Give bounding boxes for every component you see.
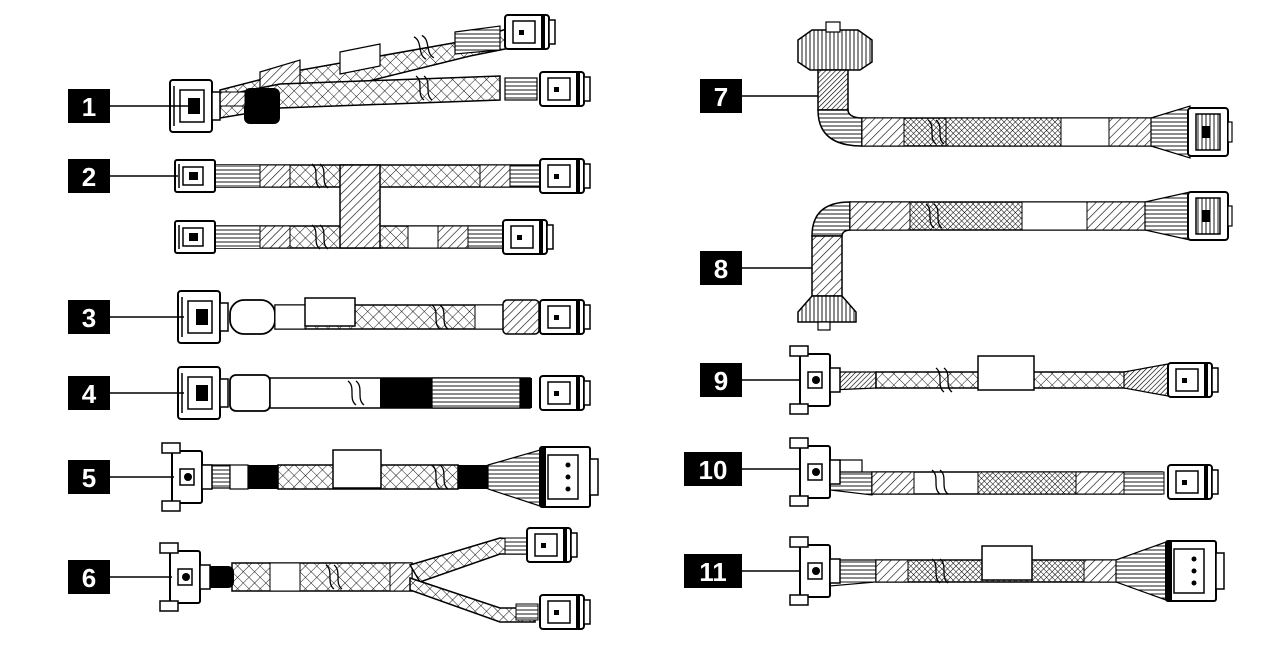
callout-7-label: 7: [714, 82, 728, 112]
callout-6: 6: [68, 560, 110, 594]
cable-2: [174, 158, 591, 255]
callout-1: 1: [68, 89, 110, 123]
callout-2: 2: [68, 159, 110, 193]
callout-3: 3: [68, 300, 110, 334]
callout-5-label: 5: [82, 463, 96, 493]
cable-6: [159, 527, 591, 630]
callout-8-label: 8: [714, 254, 728, 284]
cable-11: [789, 536, 1225, 606]
callout-4-label: 4: [82, 379, 97, 409]
callouts: 1 2 3 4 5 6 7 8: [68, 79, 818, 594]
callout-5: 5: [68, 460, 110, 494]
callout-1-label: 1: [82, 92, 96, 122]
cable-9: [789, 345, 1219, 415]
callout-3-label: 3: [82, 303, 96, 333]
cable-3: [177, 290, 591, 344]
cable-8: [797, 191, 1233, 331]
callout-7: 7: [700, 79, 742, 113]
callout-2-label: 2: [82, 162, 96, 192]
callout-9-label: 9: [714, 366, 728, 396]
cable-5: [161, 442, 599, 512]
callout-8: 8: [700, 251, 742, 285]
cable-10: [789, 437, 1219, 507]
cable-7: [797, 21, 1233, 159]
callout-11: 11: [684, 554, 742, 588]
callout-10: 10: [684, 452, 742, 486]
cable-1: [169, 14, 591, 133]
callout-4: 4: [68, 376, 110, 410]
cable-4: [177, 366, 591, 420]
callout-6-label: 6: [82, 563, 96, 593]
callout-9: 9: [700, 363, 742, 397]
callout-10-label: 10: [699, 455, 728, 485]
callout-11-label: 11: [699, 557, 727, 587]
